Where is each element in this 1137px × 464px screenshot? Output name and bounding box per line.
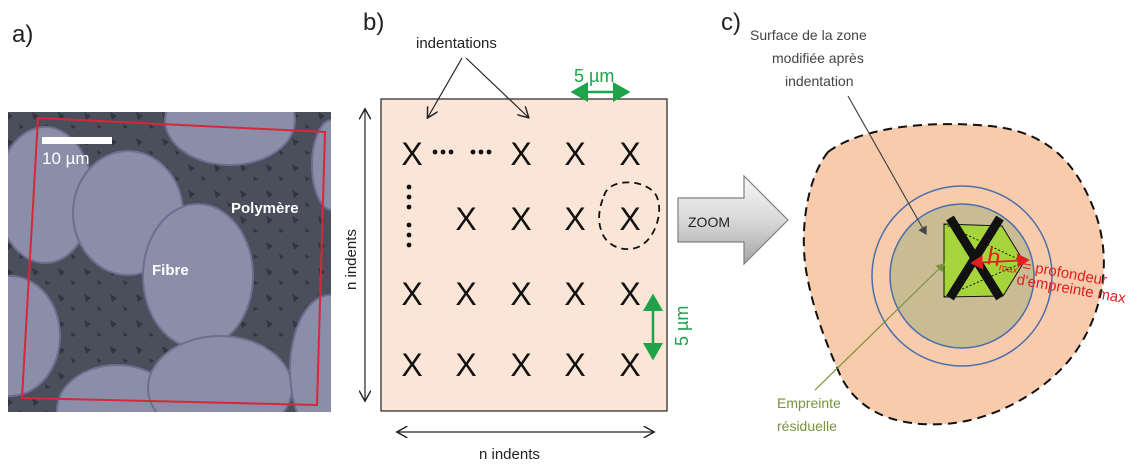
indent-marker: X xyxy=(564,347,585,383)
indent-marker: X xyxy=(510,136,531,172)
surface-label-line3: indentation xyxy=(785,73,854,89)
indent-marker: X xyxy=(564,201,585,237)
indent-marker: X xyxy=(455,347,476,383)
hmax-subscript: max xyxy=(998,262,1019,276)
left-axis-label: n indents xyxy=(343,229,360,290)
indentations-label: indentations xyxy=(416,35,497,52)
residual-label-line2: résiduelle xyxy=(777,418,837,434)
surface-arrow xyxy=(847,95,927,236)
indent-marker: X xyxy=(619,201,640,237)
indent-marker: X xyxy=(564,276,585,312)
indent-marker: X xyxy=(455,201,476,237)
row-ellipsis xyxy=(432,149,492,155)
indent-marker: X xyxy=(401,136,422,172)
scale-bar-label: 10 µm xyxy=(42,149,90,168)
indentations-arrow-right xyxy=(465,57,528,117)
zoom-label: ZOOM xyxy=(688,214,730,230)
spacing-top-label: 5 µm xyxy=(574,66,614,86)
indent-marker: X xyxy=(619,136,640,172)
scale-bar xyxy=(42,137,112,144)
sample-frame xyxy=(20,116,327,407)
indent-marker: X xyxy=(510,347,531,383)
column-ellipsis xyxy=(406,184,412,248)
zoom-target-outline xyxy=(598,181,661,250)
indent-marker: X xyxy=(455,276,476,312)
micrograph xyxy=(8,112,331,412)
zoom-arrow: ZOOM xyxy=(677,174,789,266)
indent-marker: X xyxy=(619,276,640,312)
hmax-h: h xyxy=(985,243,1003,272)
residual-arrow xyxy=(814,263,945,391)
panel-b-label: b) xyxy=(363,9,384,36)
fibre-label: Fibre xyxy=(152,262,189,279)
residual-label-line1: Empreinte xyxy=(777,395,841,411)
hmax-arrow xyxy=(970,253,1030,270)
indent-marker: X xyxy=(401,276,422,312)
surface-label-line2: modifiée après xyxy=(772,50,864,66)
indent-marker: X xyxy=(510,201,531,237)
polymer-label: Polymère xyxy=(231,200,299,217)
fibre-cross-sections xyxy=(8,112,331,412)
panel-a-label: a) xyxy=(12,21,33,48)
indent-marker: X xyxy=(619,347,640,383)
indentations-arrow-left xyxy=(428,57,463,117)
bottom-axis-label: n indents xyxy=(479,446,540,463)
indent-markers: X X X X X X X X X X X X X X X X X X xyxy=(401,136,640,383)
indent-marker: X xyxy=(401,347,422,383)
panel-c-label: c) xyxy=(721,9,741,36)
indent-marker: X xyxy=(564,136,585,172)
spacing-right-label: 5 µm xyxy=(672,306,692,346)
indent-grid-area xyxy=(380,98,668,412)
indent-marker: X xyxy=(510,276,531,312)
surface-label-line1: Surface de la zone xyxy=(750,27,867,43)
